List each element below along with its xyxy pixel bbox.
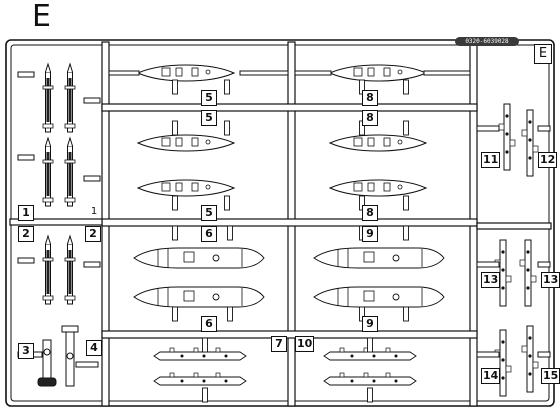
part-number-6a: 6 xyxy=(201,226,217,242)
part-number-8c: 8 xyxy=(362,205,378,221)
part-number-2-gate: 2 xyxy=(85,226,101,242)
part-number-5c: 5 xyxy=(201,205,217,221)
part-number-15: 15 xyxy=(541,368,560,384)
part-number-12: 12 xyxy=(538,152,558,168)
part-number-8a: 8 xyxy=(362,90,378,106)
part-number-3: 3 xyxy=(18,343,34,359)
part-number-11: 11 xyxy=(481,152,501,168)
part-number-4: 4 xyxy=(86,340,102,356)
part-number-6b: 6 xyxy=(201,316,217,332)
part-number-2: 2 xyxy=(18,226,34,242)
part-number-5a: 5 xyxy=(201,90,217,106)
part-number-1-gate: 1 xyxy=(90,206,98,217)
part-number-1: 1 xyxy=(18,205,34,221)
part-number-5b: 5 xyxy=(201,110,217,126)
parts-8-pods xyxy=(294,64,471,211)
part-code-badge: 0320-6039028 xyxy=(455,37,519,46)
part-number-13b: 13 xyxy=(541,272,560,288)
part-number-10: 10 xyxy=(295,336,315,352)
part-number-9a: 9 xyxy=(362,226,378,242)
part-number-7: 7 xyxy=(271,336,287,352)
part-number-9b: 9 xyxy=(362,316,378,332)
part-number-8b: 8 xyxy=(362,110,378,126)
part-number-14: 14 xyxy=(481,368,501,384)
parts-7-racks xyxy=(153,337,247,403)
parts-1-2-rockets xyxy=(17,63,101,305)
parts-10-racks xyxy=(323,337,417,403)
sprue-letter-tab: E xyxy=(534,44,552,64)
sprue-letter: E xyxy=(32,0,51,34)
parts-9-tanks xyxy=(313,225,445,322)
part-number-13a: 13 xyxy=(481,272,501,288)
parts-5-pods xyxy=(108,64,289,211)
parts-6-tanks xyxy=(133,225,265,322)
parts-11-15-struts xyxy=(476,103,551,397)
